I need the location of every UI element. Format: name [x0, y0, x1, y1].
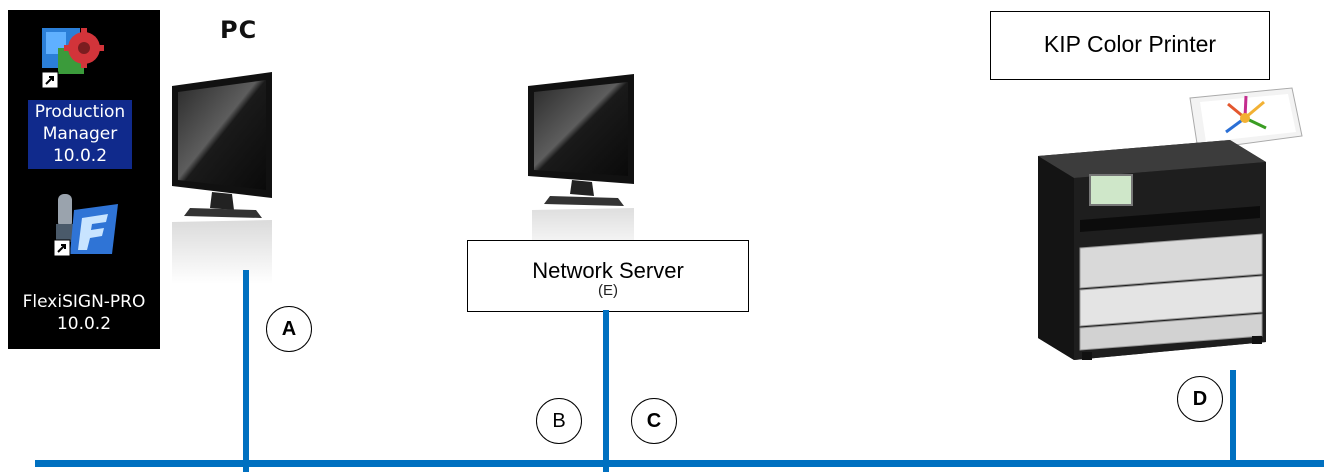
- network-server-label: Network Server (E): [467, 240, 749, 312]
- pm-label-line2: Manager: [42, 124, 118, 144]
- flexisign-label-line1: FlexiSIGN-PRO: [22, 292, 146, 312]
- network-bus-line: [35, 460, 1324, 467]
- production-manager-icon[interactable]: [36, 22, 106, 94]
- flexisign-label-line2: 10.0.2: [56, 314, 112, 334]
- pc-network-drop: [243, 270, 249, 472]
- kip-printer-icon: [1038, 87, 1303, 360]
- printer-network-drop: [1230, 370, 1236, 466]
- server-network-drop: [603, 310, 609, 472]
- connection-label-c: C: [631, 398, 677, 444]
- network-server-sublabel: (E): [598, 282, 618, 299]
- production-manager-label[interactable]: Production Manager 10.0.2: [28, 100, 132, 169]
- connection-label-b: B: [536, 398, 582, 444]
- flexisign-icon[interactable]: [48, 190, 124, 262]
- pm-label-line1: Production: [34, 102, 126, 122]
- server-monitor-icon: [528, 74, 634, 258]
- kip-printer-label: KIP Color Printer: [990, 11, 1270, 80]
- connection-label-a: A: [266, 306, 312, 352]
- pc-monitor-icon: [172, 72, 272, 284]
- connection-label-d: D: [1177, 376, 1223, 422]
- network-server-title: Network Server: [532, 258, 684, 283]
- pc-title: PC: [220, 16, 258, 44]
- flexisign-label[interactable]: FlexiSIGN-PRO 10.0.2: [8, 291, 160, 335]
- pm-label-line3: 10.0.2: [52, 146, 108, 166]
